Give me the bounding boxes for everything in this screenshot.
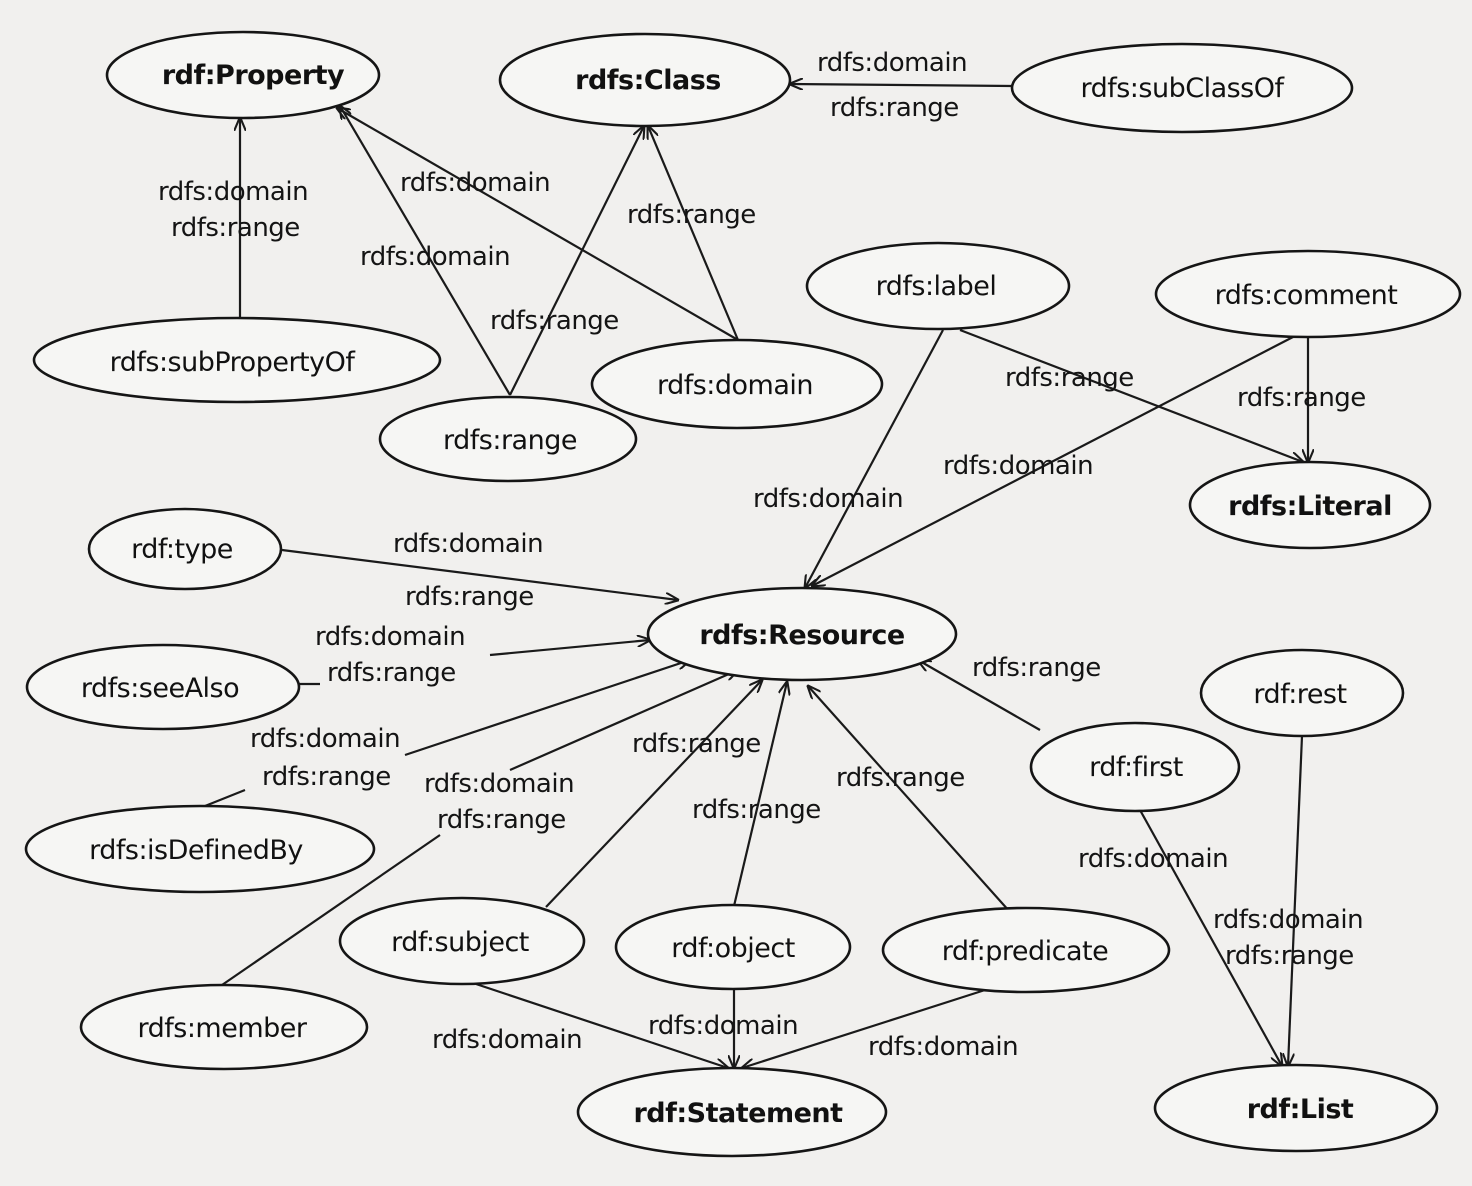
edge-label: rdfs:range (262, 762, 391, 792)
node-label: rdfs:Resource (699, 620, 904, 651)
node-label: rdf:List (1247, 1094, 1354, 1125)
node-rdfs-isdefinedby: rdfs:isDefinedBy (24, 804, 376, 894)
edge-subject-to-resource (545, 680, 762, 908)
edge-label: rdfs:domain (1213, 905, 1363, 935)
node-label: rdf:Property (162, 60, 345, 91)
edge-first-to-list (1139, 809, 1282, 1066)
node-label: rdf:Statement (633, 1098, 843, 1129)
node-rdf-predicate: rdf:predicate (881, 906, 1171, 994)
edge-comment-to-resource (812, 336, 1294, 586)
node-rdf-statement: rdf:Statement (576, 1066, 888, 1158)
nodes: rdf:Property rdfs:Class rdfs:subClassOf … (24, 30, 1462, 1158)
node-label: rdfs:range (443, 425, 577, 456)
node-label: rdf:object (671, 933, 795, 964)
edge-member-to-resource-b (509, 670, 738, 772)
edge-label: rdfs:domain (648, 1011, 798, 1041)
edge-label: rdfs:range (1005, 363, 1134, 393)
node-label: rdfs:isDefinedBy (89, 835, 303, 866)
edge-isdefinedby-to-resource (204, 788, 246, 808)
node-label: rdf:first (1089, 752, 1183, 783)
node-rdfs-class: rdfs:Class (498, 32, 792, 128)
edge-member-to-resource (221, 834, 441, 986)
edge-predicate-to-statement (742, 988, 986, 1068)
node-rdf-type: rdf:type (87, 507, 283, 591)
edge-object-to-resource (732, 682, 787, 907)
node-rdfs-range: rdfs:range (378, 395, 638, 483)
edge-label: rdfs:range (627, 200, 756, 230)
edge-label: rdfs:domain (817, 48, 967, 78)
node-rdfs-member: rdfs:member (79, 983, 369, 1071)
node-label: rdfs:Class (575, 65, 721, 96)
edge-type-to-resource (281, 548, 678, 600)
edge-label: rdfs:domain (432, 1025, 582, 1055)
edge-label: rdfs:range (692, 795, 821, 825)
node-rdfs-seealso: rdfs:seeAlso (25, 643, 301, 731)
edge-label: rdfs:domain (400, 168, 550, 198)
node-rdfs-label: rdfs:label (805, 241, 1071, 331)
edge-label: rdfs:domain (250, 724, 400, 754)
edge-label: rdfs:range (972, 653, 1101, 683)
node-label: rdfs:subClassOf (1080, 73, 1285, 104)
edge-range-domain-to-property (340, 106, 511, 396)
edge-range-range-to-class (509, 126, 644, 396)
node-label: rdf:rest (1253, 679, 1346, 710)
node-label: rdfs:member (138, 1013, 308, 1044)
edges (204, 84, 1308, 1068)
edge-domain-domain-to-property (337, 108, 739, 341)
node-label: rdf:type (131, 534, 233, 565)
edge-rest-to-list (1288, 735, 1304, 1066)
edge-label: rdfs:domain (315, 622, 465, 652)
node-label: rdf:predicate (942, 936, 1108, 967)
node-rdfs-comment: rdfs:comment (1154, 249, 1462, 339)
node-rdf-property: rdf:Property (105, 30, 381, 120)
node-rdf-first: rdf:first (1029, 721, 1241, 813)
node-rdfs-literal: rdfs:Literal (1188, 460, 1432, 550)
edge-subject-to-statement (469, 980, 728, 1068)
edge-domain-range-to-class (648, 126, 740, 341)
edge-label: rdfs:domain (1078, 844, 1228, 874)
node-rdf-list: rdf:List (1153, 1063, 1439, 1153)
node-rdf-rest: rdf:rest (1199, 648, 1405, 738)
node-rdfs-subpropertyof: rdfs:subPropertyOf (32, 316, 442, 404)
node-label: rdfs:Literal (1228, 491, 1392, 522)
edge-label: rdfs:range (632, 729, 761, 759)
edge-label: rdfs:domain (393, 529, 543, 559)
edge-label: rdfs:range (1225, 941, 1354, 971)
node-label: rdfs:comment (1215, 280, 1398, 311)
edge-label: rdfs:domain (158, 177, 308, 207)
node-label: rdf:subject (391, 927, 529, 958)
edge-label: rdfs:range (327, 658, 456, 688)
node-rdfs-domain: rdfs:domain (590, 338, 884, 430)
edge-subclassof-to-class (790, 84, 1013, 86)
edge-label: rdfs:domain (868, 1032, 1018, 1062)
node-label: rdfs:label (876, 271, 997, 302)
edge-predicate-to-resource (808, 686, 1011, 913)
edge-isdefinedby-to-resource-b (404, 660, 690, 757)
edge-label: rdfs:domain (753, 484, 903, 514)
edge-label-to-literal (959, 328, 1303, 462)
edge-label: rdfs:range (830, 93, 959, 123)
node-rdf-object: rdf:object (614, 903, 852, 991)
edge-labels: rdfs:domain rdfs:range rdfs:domain rdfs:… (158, 48, 1366, 1062)
node-label: rdfs:seeAlso (81, 673, 239, 704)
edge-label: rdfs:range (490, 306, 619, 336)
edge-label: rdfs:range (405, 582, 534, 612)
edge-first-to-resource (918, 660, 1041, 731)
edge-label: rdfs:domain (943, 451, 1093, 481)
edge-label: rdfs:domain (424, 769, 574, 799)
edge-label: rdfs:range (1237, 383, 1366, 413)
edge-label: rdfs:domain (360, 242, 510, 272)
node-rdf-subject: rdf:subject (338, 896, 586, 986)
edge-label-to-resource (805, 329, 944, 588)
edge-seealso-to-resource-b (489, 640, 650, 657)
node-rdfs-subclassof: rdfs:subClassOf (1010, 42, 1354, 134)
node-label: rdfs:domain (657, 370, 813, 401)
edge-label: rdfs:range (171, 213, 300, 243)
edge-label: rdfs:range (836, 763, 965, 793)
edge-label: rdfs:range (437, 805, 566, 835)
node-label: rdfs:subPropertyOf (110, 347, 357, 378)
node-rdfs-resource: rdfs:Resource (646, 586, 958, 682)
